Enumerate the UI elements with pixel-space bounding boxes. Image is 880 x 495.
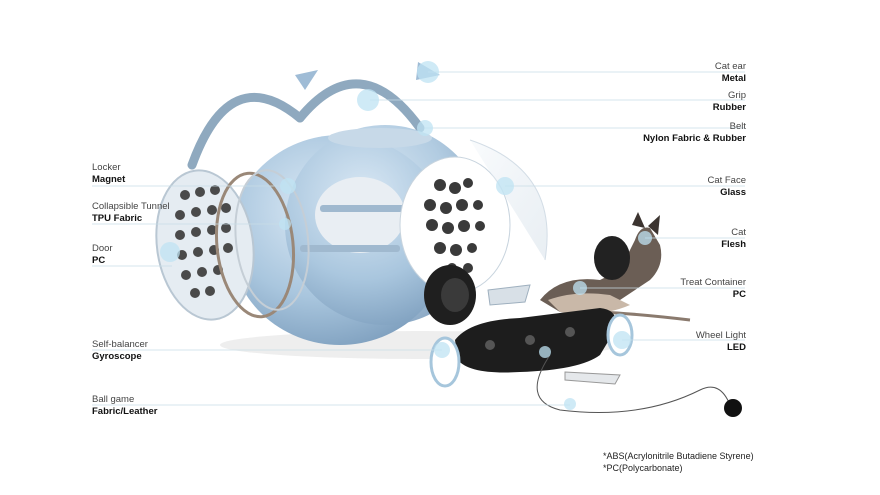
- leader-lines: [92, 71, 745, 406]
- shelf-2: [300, 245, 400, 252]
- locker-ring: [234, 169, 310, 311]
- label-cat: Cat Flesh: [721, 227, 746, 251]
- label-material: Gyroscope: [92, 351, 142, 362]
- label-collapsible-tunnel: Collapsible Tunnel TPU Fabric: [92, 201, 170, 225]
- label-wheel-light: Wheel Light LED: [696, 330, 746, 354]
- glass-dome: [469, 139, 548, 261]
- top-cap: [328, 128, 432, 148]
- tunnel-ring: [214, 171, 296, 319]
- label-material: PC: [92, 255, 106, 266]
- callout-dots: [160, 61, 652, 410]
- footnotes: *ABS(Acrylonitrile Butadiene Styrene) *P…: [603, 450, 754, 474]
- label-name: Cat Face: [707, 175, 746, 186]
- front-opening: [315, 177, 405, 253]
- label-material: LED: [727, 342, 746, 353]
- label-belt: Belt Nylon Fabric & Rubber: [643, 121, 746, 145]
- cat-face-holes: [424, 178, 485, 273]
- label-self-balancer: Self-balancer Gyroscope: [92, 339, 148, 363]
- label-name: Door: [92, 243, 113, 254]
- cat-ear-part: [295, 70, 318, 90]
- label-name: Self-balancer: [92, 339, 148, 350]
- label-material: Fabric/Leather: [92, 406, 158, 417]
- label-material: Flesh: [721, 239, 746, 250]
- label-material: Glass: [720, 187, 746, 198]
- label-grip: Grip Rubber: [713, 90, 746, 114]
- label-name: Wheel Light: [695, 330, 746, 341]
- label-treat-container: Treat Container PC: [680, 277, 746, 301]
- ball: [724, 399, 742, 417]
- black-wheel: [424, 236, 630, 325]
- label-name: Locker: [92, 162, 121, 173]
- label-cat-face: Cat Face Glass: [707, 175, 746, 199]
- label-locker: Locker Magnet: [92, 162, 125, 186]
- label-door: Door PC: [92, 243, 113, 267]
- label-name: Grip: [728, 90, 746, 101]
- label-ball-game: Ball game Fabric/Leather: [92, 394, 157, 418]
- label-name: Cat: [731, 227, 746, 238]
- label-cat-ear: Cat ear Metal: [715, 61, 746, 85]
- footnote-abs: *ABS(Acrylonitrile Butadiene Styrene): [603, 451, 754, 461]
- label-name: Treat Container: [680, 277, 746, 288]
- ball-string: [536, 354, 731, 413]
- label-name: Belt: [729, 121, 746, 132]
- grip-handles: [187, 79, 425, 170]
- shelf-1: [320, 205, 405, 212]
- label-name: Ball game: [92, 394, 135, 405]
- label-material: Magnet: [92, 174, 126, 185]
- label-material: Metal: [721, 73, 746, 84]
- label-name: Collapsible Tunnel: [92, 201, 170, 212]
- label-material: PC: [732, 289, 746, 300]
- door-holes: [175, 185, 233, 298]
- treat-container-part: [487, 284, 531, 306]
- label-material: Rubber: [712, 102, 746, 113]
- chassis: [429, 308, 634, 388]
- label-material: Nylon Fabric & Rubber: [643, 133, 746, 144]
- label-name: Cat ear: [714, 61, 746, 72]
- footnote-pc: *PC(Polycarbonate): [603, 463, 683, 473]
- label-material: TPU Fabric: [92, 213, 143, 224]
